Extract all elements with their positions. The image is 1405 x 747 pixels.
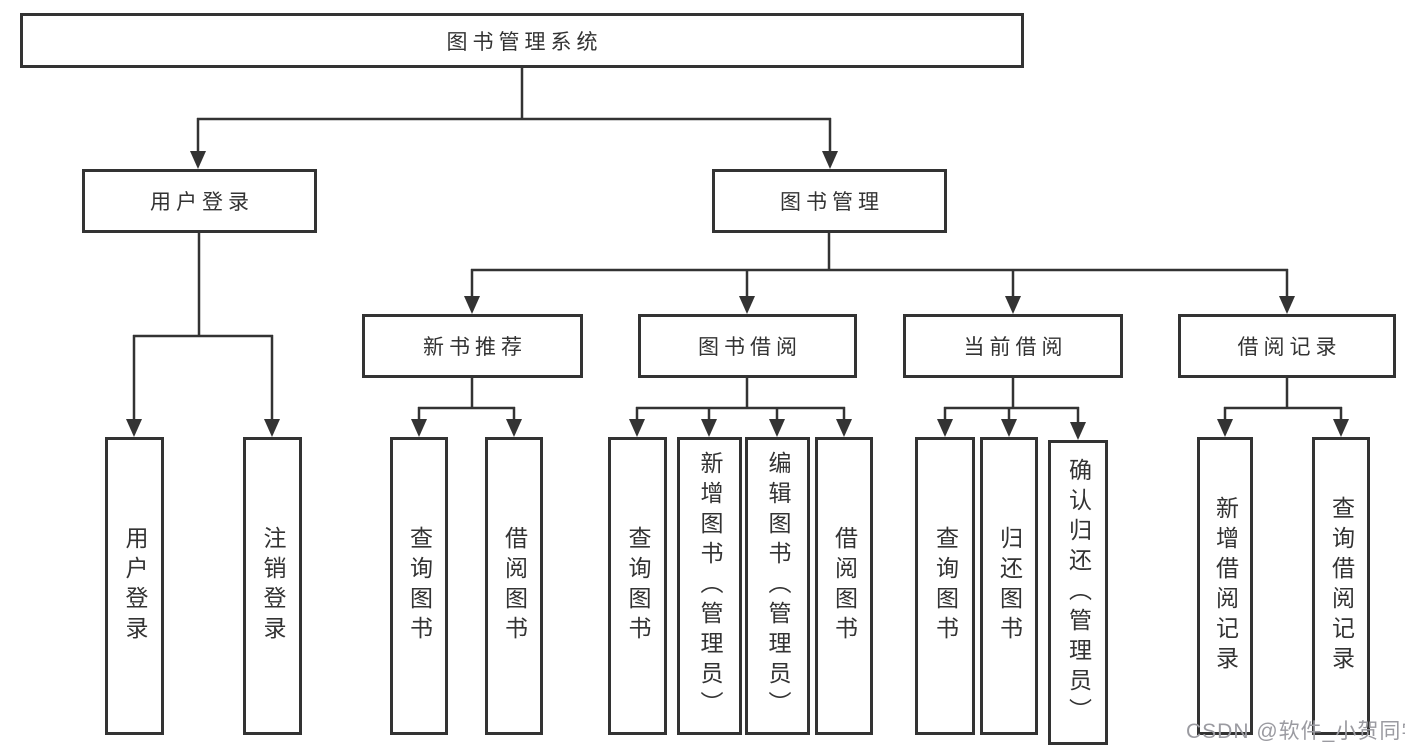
node-current-borrowing: 当前借阅: [903, 314, 1123, 378]
node-label: 新增图书（管理员）: [697, 451, 723, 721]
csdn-watermark: CSDN @软件_小贺同学: [1186, 720, 1405, 743]
node-label: 确认归还（管理员）: [1065, 457, 1092, 728]
node-leaf-logout: 注销登录: [243, 437, 302, 735]
node-leaf-add-borrow-record: 新增借阅记录: [1197, 437, 1253, 735]
node-leaf-return-book: 归还图书: [980, 437, 1038, 735]
node-label: 借阅图书: [501, 526, 528, 646]
node-leaf-borrow-book-recommend: 借阅图书: [485, 437, 543, 735]
node-label: 借阅图书: [831, 526, 858, 646]
node-leaf-edit-book-admin: 编辑图书（管理员）: [745, 437, 810, 735]
node-book-borrowing: 图书借阅: [638, 314, 857, 378]
node-label: 当前借阅: [963, 336, 1068, 359]
node-label: 查询图书: [406, 526, 433, 646]
node-label: 图书管理: [780, 191, 884, 214]
node-label: 图书借阅: [698, 336, 802, 359]
node-new-book-recommend: 新书推荐: [362, 314, 583, 378]
node-leaf-query-book-recommend: 查询图书: [390, 437, 448, 735]
node-label: 图书管理系统: [446, 30, 603, 54]
node-leaf-add-book-admin: 新增图书（管理员）: [677, 437, 742, 735]
node-user-login: 用户登录: [82, 169, 317, 233]
node-label: 新书推荐: [423, 336, 527, 359]
node-label: 借阅记录: [1237, 336, 1342, 359]
node-label: 用户登录: [122, 526, 148, 646]
node-book-management: 图书管理: [712, 169, 947, 233]
node-leaf-confirm-return-admin: 确认归还（管理员）: [1048, 440, 1108, 745]
node-borrow-records: 借阅记录: [1178, 314, 1396, 378]
node-label: 查询图书: [625, 526, 651, 646]
node-leaf-query-book-borrowing: 查询图书: [608, 437, 667, 735]
node-label: 归还图书: [996, 526, 1023, 646]
node-label: 编辑图书（管理员）: [765, 451, 791, 721]
node-label: 注销登录: [260, 526, 286, 646]
node-library-management-system: 图书管理系统: [20, 13, 1024, 68]
node-label: 新增借阅记录: [1212, 496, 1239, 676]
node-leaf-user-login: 用户登录: [105, 437, 164, 735]
node-leaf-query-book-current: 查询图书: [915, 437, 975, 735]
node-label: 查询借阅记录: [1328, 496, 1355, 676]
node-leaf-query-borrow-record: 查询借阅记录: [1312, 437, 1370, 735]
node-label: 用户登录: [150, 191, 254, 214]
node-leaf-borrow-book: 借阅图书: [815, 437, 873, 735]
node-label: 查询图书: [932, 526, 959, 646]
